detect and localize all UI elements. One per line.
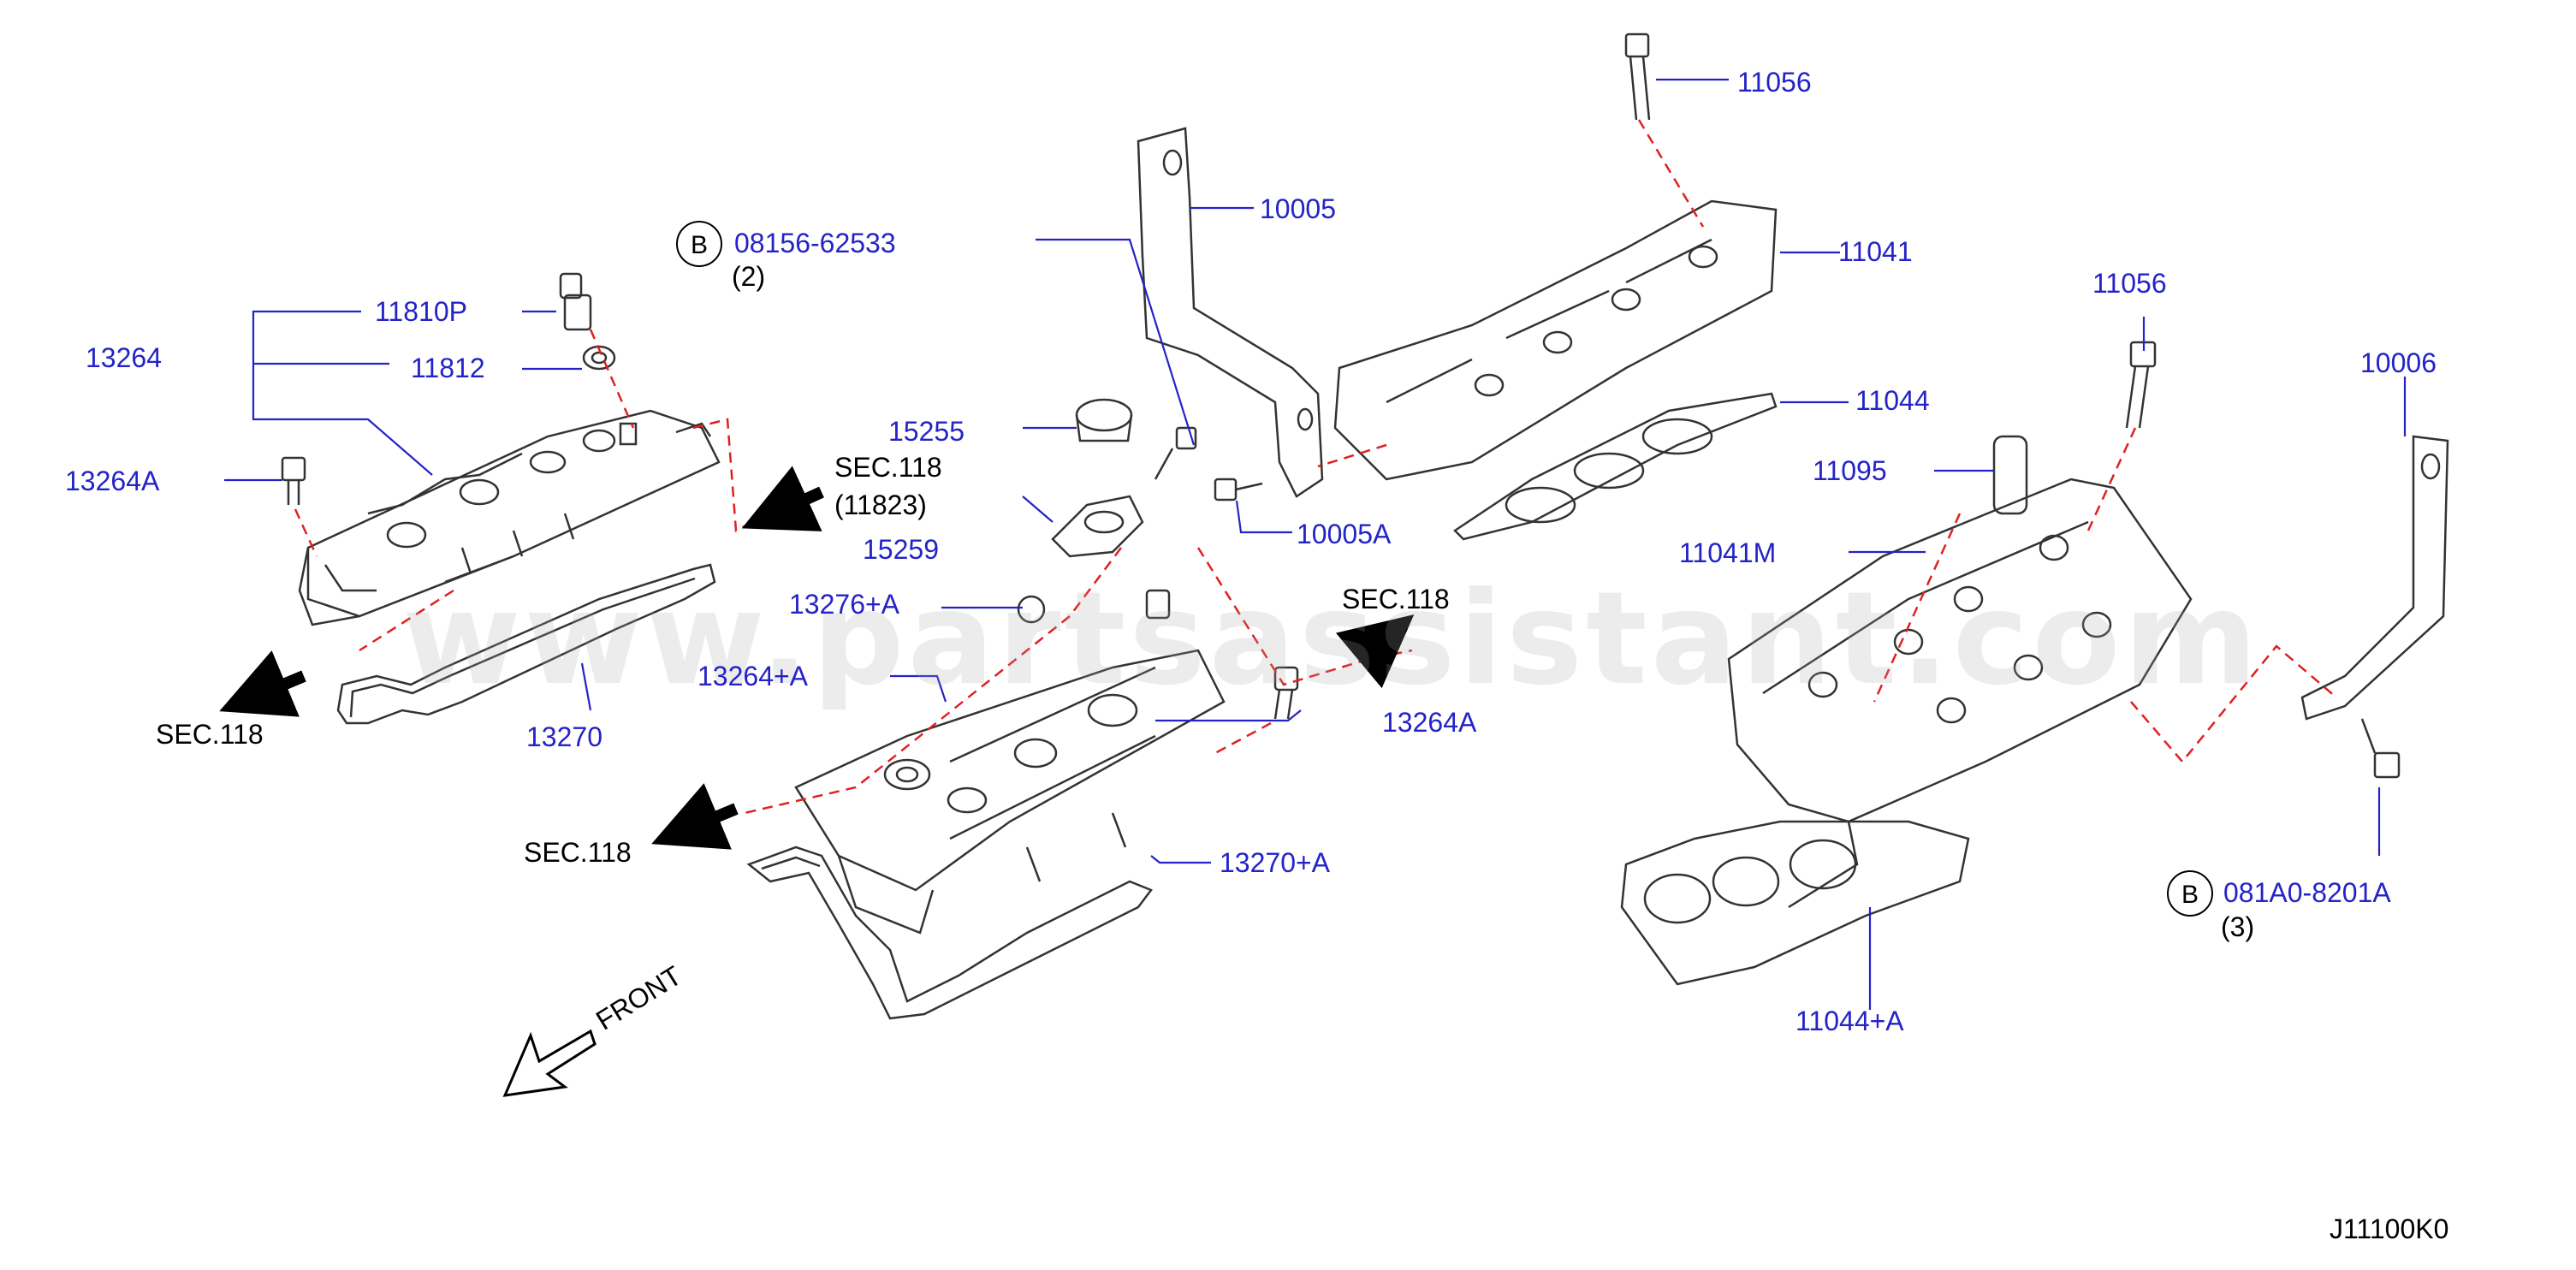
callout-10005[interactable]: 10005 bbox=[1260, 193, 1336, 224]
callout-081A0-qty: (3) bbox=[2221, 911, 2255, 942]
callout-08156-62533[interactable]: 08156-62533 bbox=[734, 228, 896, 258]
callout-13264A-right[interactable]: 13264A bbox=[1382, 707, 1477, 738]
callout-11056-top[interactable]: 11056 bbox=[1737, 67, 1812, 98]
callout-15255[interactable]: 15255 bbox=[888, 416, 965, 447]
callout-10005A[interactable]: 10005A bbox=[1297, 519, 1392, 549]
callout-10006[interactable]: 10006 bbox=[2360, 347, 2437, 378]
breather-parts bbox=[281, 272, 616, 505]
leader-lines bbox=[224, 78, 2407, 1010]
callout-15259[interactable]: 15259 bbox=[863, 534, 939, 565]
section-arrows bbox=[219, 466, 1415, 850]
callout-11812[interactable]: 11812 bbox=[411, 353, 485, 383]
badge-b-08156: B bbox=[676, 221, 722, 267]
valve-cover-left bbox=[298, 409, 721, 626]
gasket-left bbox=[336, 563, 716, 725]
sec-label-mid-bottom[interactable]: SEC.118 bbox=[524, 837, 632, 868]
callout-13264-plus-A[interactable]: 13264+A bbox=[697, 661, 809, 691]
callout-13270[interactable]: 13270 bbox=[526, 721, 602, 752]
sec-label-mid-top-sub: (11823) bbox=[834, 490, 927, 520]
callout-13270-plus-A[interactable]: 13270+A bbox=[1220, 847, 1331, 878]
cylinder-head-11041M bbox=[1727, 341, 2193, 909]
watermark: www.partsassistant.com bbox=[402, 565, 2261, 714]
valve-cover-mid bbox=[794, 589, 1299, 935]
sec-label-left-bottom[interactable]: SEC.118 bbox=[156, 719, 264, 750]
callout-13264[interactable]: 13264 bbox=[86, 342, 162, 373]
sec-label-mid-top[interactable]: SEC.118 bbox=[834, 452, 942, 483]
callout-11095[interactable]: 11095 bbox=[1813, 455, 1887, 486]
callout-13264A-left[interactable]: 13264A bbox=[65, 466, 160, 496]
oil-filler-parts bbox=[1017, 398, 1144, 624]
front-arrow bbox=[502, 1029, 597, 1097]
assembly-lines bbox=[294, 119, 2337, 815]
callout-08156-qty: (2) bbox=[732, 261, 766, 292]
head-gasket-11044 bbox=[1453, 392, 1778, 541]
callout-11056-mid[interactable]: 11056 bbox=[2092, 268, 2167, 299]
callout-11041M[interactable]: 11041M bbox=[1679, 537, 1777, 568]
callout-11810P[interactable]: 11810P bbox=[375, 296, 467, 327]
diagram-code: J11100K0 bbox=[2330, 1214, 2449, 1244]
gasket-mid bbox=[746, 846, 1153, 1020]
head-gasket-11044A bbox=[1620, 820, 1970, 986]
callout-11041[interactable]: 11041 bbox=[1838, 236, 1913, 267]
callout-081A0-8201A[interactable]: 081A0-8201A bbox=[2223, 877, 2391, 908]
callout-11044[interactable]: 11044 bbox=[1855, 385, 1930, 416]
callout-11044-plus-A[interactable]: 11044+A bbox=[1795, 1006, 1904, 1036]
cylinder-head-11041 bbox=[1333, 33, 1778, 481]
sec-label-mid-right[interactable]: SEC.118 bbox=[1342, 584, 1450, 614]
callout-13276A[interactable]: 13276+A bbox=[789, 589, 900, 620]
bracket-10005 bbox=[1137, 127, 1324, 501]
badge-b-081A0: B bbox=[2167, 870, 2213, 917]
bracket-10006 bbox=[2300, 435, 2449, 779]
